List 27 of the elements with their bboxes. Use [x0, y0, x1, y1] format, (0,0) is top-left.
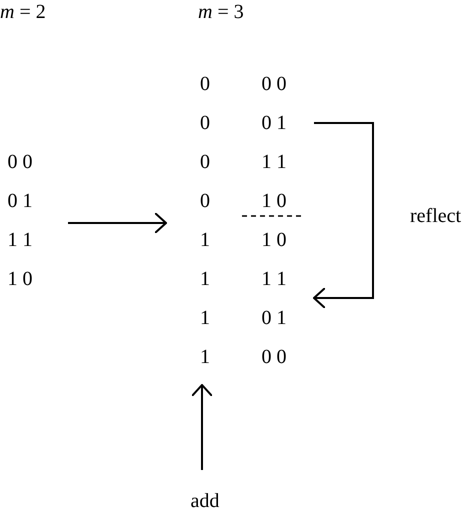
bit-string: 1 0: [262, 228, 286, 253]
bit-string: 0 0: [8, 150, 32, 175]
bit-string: 0 1: [8, 189, 32, 214]
bit-string: 1: [200, 306, 210, 331]
bit-string: 0: [200, 111, 210, 136]
edge-label: reflect: [410, 204, 462, 228]
bit-string: 1: [200, 267, 210, 292]
heading-label: m = 3: [198, 0, 244, 24]
caption-text: add: [182, 490, 228, 512]
arrow: [68, 212, 167, 234]
arrow: [191, 384, 213, 470]
bit-string: 0: [200, 72, 210, 97]
bit-string: 1: [200, 228, 210, 253]
heading-label: m = 2: [0, 0, 46, 24]
bit-string: 0: [200, 150, 210, 175]
arrow: [313, 122, 374, 309]
bit-string: 1 1: [8, 228, 32, 253]
bit-string: 0 0: [262, 72, 286, 97]
bit-string: 1: [200, 345, 210, 370]
bit-string: 0 1: [262, 306, 286, 331]
bit-string: 0 1: [262, 111, 286, 136]
bit-string: 0: [200, 189, 210, 214]
bit-string: 1 1: [262, 150, 286, 175]
bit-string: 1 0: [8, 267, 32, 292]
bit-string: 0 0: [262, 345, 286, 370]
bit-string: 1 1: [262, 267, 286, 292]
bit-string: 1 0: [262, 189, 286, 214]
